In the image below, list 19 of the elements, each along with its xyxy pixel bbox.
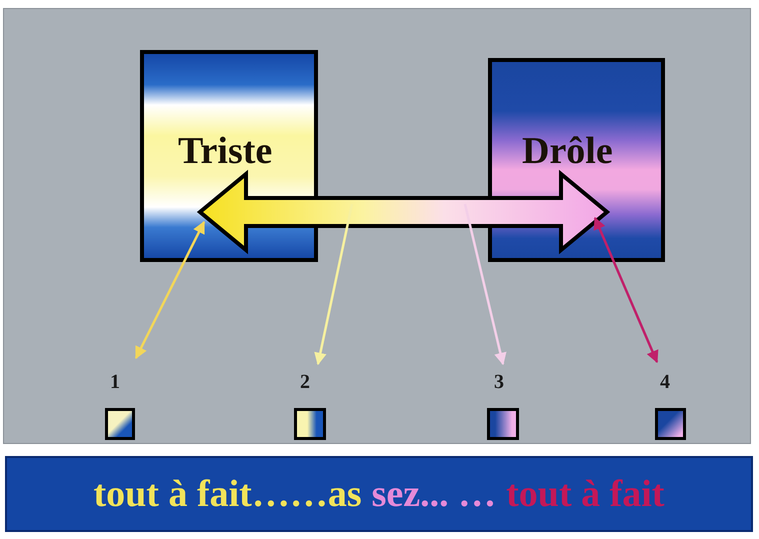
arrow <box>314 204 354 366</box>
color-swatch <box>487 408 519 440</box>
double-arrow <box>196 170 610 254</box>
color-swatch <box>655 408 686 440</box>
text-banner <box>5 456 753 532</box>
arrow <box>464 204 506 366</box>
arrow <box>134 220 206 360</box>
arrow <box>594 216 658 364</box>
box-label: Drôle <box>522 132 613 170</box>
color-swatch <box>294 408 326 440</box>
number-label: 4 <box>660 372 670 392</box>
number-label: 1 <box>110 372 120 392</box>
banner-text: tout à fait <box>506 475 664 513</box>
banner-text: tout à fait……as <box>94 475 362 513</box>
banner-text: sez... … <box>372 475 496 513</box>
number-label: 3 <box>494 372 504 392</box>
box-label: Triste <box>178 132 272 170</box>
color-swatch <box>105 408 135 440</box>
number-label: 2 <box>300 372 310 392</box>
